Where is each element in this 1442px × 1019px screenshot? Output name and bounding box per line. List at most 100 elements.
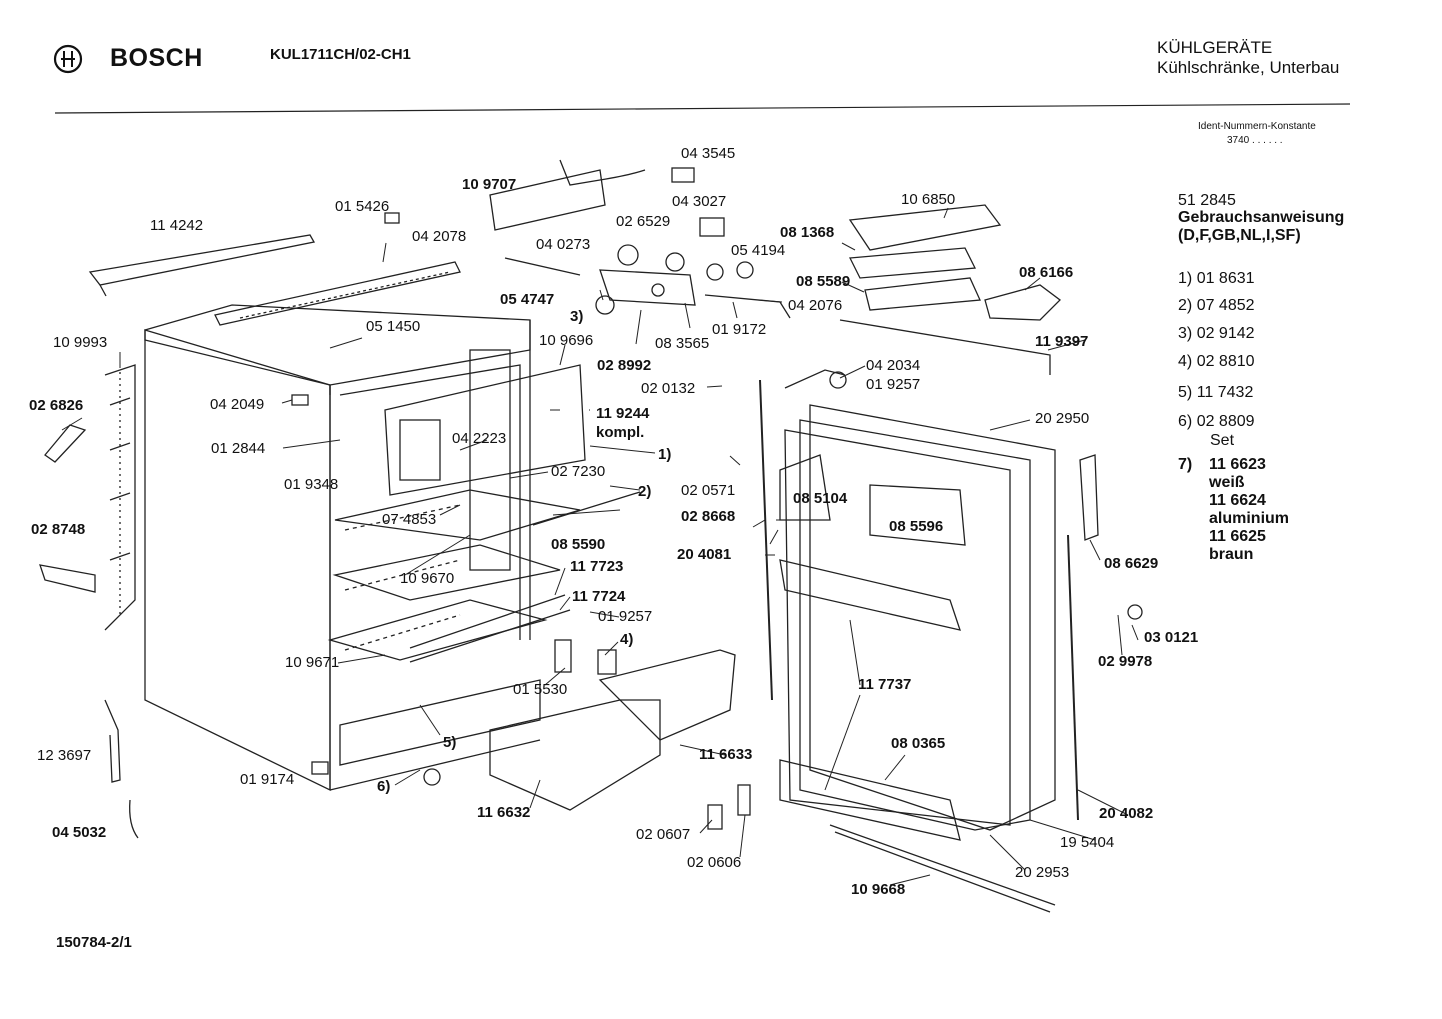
legend-item: 1) 01 8631 xyxy=(1178,270,1255,287)
part-label: 01 9348 xyxy=(284,476,339,493)
cabinet xyxy=(144,304,541,792)
ident-value: 3740 . . . . . . xyxy=(1227,135,1283,146)
drawer-front xyxy=(489,699,661,811)
part-label: kompl. xyxy=(596,424,645,441)
part-label: 11 7724 xyxy=(572,588,626,605)
part-label: 11 9244 xyxy=(596,405,650,422)
model-number: KUL1711CH/02-CH1 xyxy=(270,46,411,63)
egg-tray-lower xyxy=(864,277,981,311)
part-label: 04 3545 xyxy=(681,145,736,162)
part-label: 04 2049 xyxy=(210,396,265,413)
part-label: 08 0365 xyxy=(891,735,946,752)
part-label: 20 2953 xyxy=(1015,864,1070,881)
part-label: 02 6529 xyxy=(616,213,671,230)
rail-top xyxy=(214,261,461,326)
legend-item7-line: 11 6623 xyxy=(1209,456,1266,473)
ident-label: Ident-Nummern-Konstante xyxy=(1198,121,1316,132)
butter-dish xyxy=(984,284,1061,321)
rail-top-left xyxy=(88,234,316,286)
part-label: 10 9707 xyxy=(462,176,517,193)
part-label: 08 6166 xyxy=(1019,264,1074,281)
part-label: 10 6850 xyxy=(901,191,956,208)
part-label: 01 5426 xyxy=(335,198,390,215)
legend-item6-note: Set xyxy=(1210,432,1235,449)
part-label: 02 0132 xyxy=(641,380,696,397)
legend-item: 5) 11 7432 xyxy=(1178,384,1254,401)
shelf-upper xyxy=(334,489,581,541)
part-label: 08 5589 xyxy=(796,273,851,290)
part-label: 07 4853 xyxy=(382,511,437,528)
part-label: 08 5596 xyxy=(889,518,944,535)
clip xyxy=(384,212,400,224)
legend-item7-line: aluminium xyxy=(1209,510,1290,527)
part-label: 02 6826 xyxy=(29,397,84,414)
bracket xyxy=(311,761,329,775)
part-043545 xyxy=(671,167,695,183)
legend-item: 3) 02 9142 xyxy=(1178,325,1255,342)
part-label: 04 2223 xyxy=(452,430,507,447)
part-label: 04 0273 xyxy=(536,236,591,253)
legend-item: 4) 02 8810 xyxy=(1178,353,1255,370)
part-label: 01 9257 xyxy=(866,376,921,393)
part-label: 02 8668 xyxy=(681,508,736,525)
part-label: 11 6632 xyxy=(477,804,531,821)
legend-item7-line: 11 6625 xyxy=(1209,528,1266,545)
part-label: 11 9397 xyxy=(1035,333,1089,350)
legend-item7-line: braun xyxy=(1209,546,1254,563)
part-label: 3) xyxy=(570,308,584,325)
shelf-middle xyxy=(332,544,561,601)
part-label: 05 1450 xyxy=(366,318,421,335)
part-label: 11 7723 xyxy=(570,558,624,575)
freezer-door xyxy=(384,364,586,496)
part-label: 01 9174 xyxy=(240,771,295,788)
part-label: 02 8992 xyxy=(597,357,652,374)
subcategory-title: Kühlschränke, Unterbau xyxy=(1157,58,1340,77)
part-label: 20 4081 xyxy=(677,546,732,563)
part-label: 11 7737 xyxy=(858,676,912,693)
part-label: 11 4242 xyxy=(150,217,204,234)
legend-item7-key: 7) xyxy=(1178,456,1193,473)
part-label: 6) xyxy=(377,778,391,795)
thermostat-housing xyxy=(599,269,696,306)
part-label: 20 4082 xyxy=(1099,805,1154,822)
egg-tray-upper xyxy=(848,247,977,279)
legend-item: 2) 07 4852 xyxy=(1178,297,1255,314)
part-label: 2) xyxy=(638,483,652,500)
part-label: 02 0571 xyxy=(681,482,736,499)
part-label: 1) xyxy=(658,446,672,463)
part-label: 19 5404 xyxy=(1060,834,1115,851)
part-label: 10 9696 xyxy=(539,332,594,349)
bosch-logo-icon xyxy=(53,44,83,74)
legend-item7-line: weiß xyxy=(1209,474,1245,491)
part-label: 04 5032 xyxy=(52,824,107,841)
part-label: 10 9671 xyxy=(285,654,340,671)
part-label: 01 2844 xyxy=(211,440,266,457)
condenser xyxy=(104,364,136,631)
part-label: 10 9670 xyxy=(400,570,455,587)
evaporator-plate xyxy=(489,169,606,231)
part-label: 08 3565 xyxy=(655,335,710,352)
part-label: 11 6633 xyxy=(699,746,753,763)
part-label: 01 5530 xyxy=(513,681,568,698)
part-label: 04 2076 xyxy=(788,297,843,314)
part-label: 05 4747 xyxy=(500,291,555,308)
legend-item: 6) 02 8809 xyxy=(1178,413,1255,430)
part-label: 20 2950 xyxy=(1035,410,1090,427)
foot-part xyxy=(39,564,96,593)
part-label: 08 5104 xyxy=(793,490,848,507)
knob xyxy=(595,295,615,315)
part-label: 02 0607 xyxy=(636,826,691,843)
part-label: 08 5590 xyxy=(551,536,606,553)
bottom-cover xyxy=(339,679,541,766)
manual-title: Gebrauchsanweisung xyxy=(1178,209,1345,226)
part-label: 01 9257 xyxy=(598,608,653,625)
shelf-lower xyxy=(327,599,548,661)
part-label: 5) xyxy=(443,734,457,751)
legend-item7-line: 11 6624 xyxy=(1209,492,1266,509)
part-label: 4) xyxy=(620,631,634,648)
manual-number: 51 2845 xyxy=(1178,192,1236,209)
category-title: KÜHLGERÄTE xyxy=(1157,38,1273,57)
part-label: 04 2034 xyxy=(866,357,921,374)
part-label: 10 9668 xyxy=(851,881,906,898)
